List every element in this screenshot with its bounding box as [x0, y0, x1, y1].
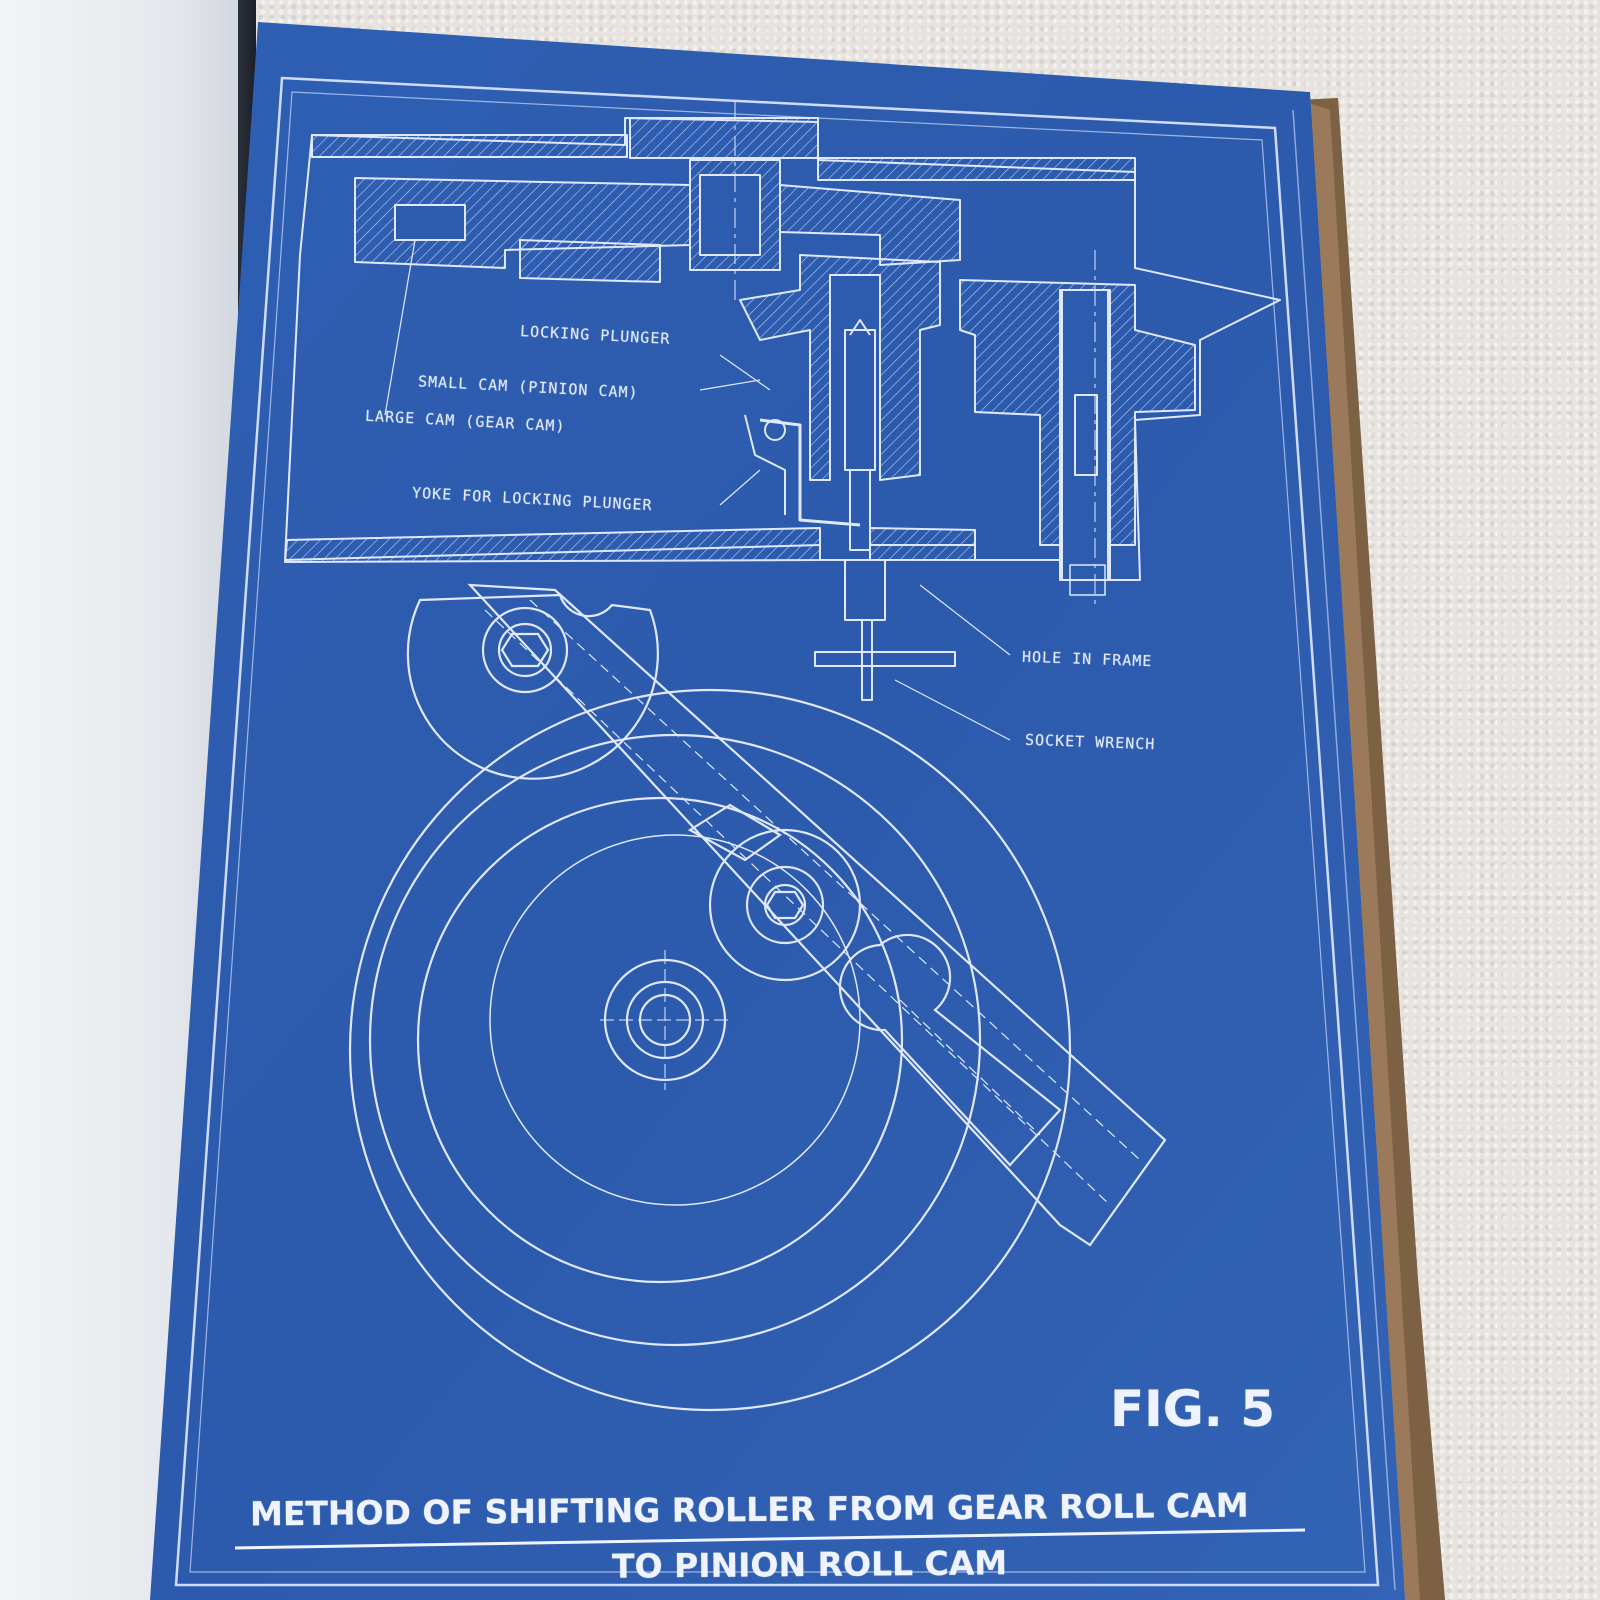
section-view — [284, 100, 1281, 741]
shifting-lever — [467, 583, 1167, 1247]
figure-number: FIG. 5 — [1110, 1380, 1275, 1438]
small-cam-outline — [406, 593, 659, 780]
figure-caption-line2: TO PINION ROLL CAM — [611, 1543, 1008, 1586]
outer-border — [174, 76, 1380, 1587]
inner-border — [189, 91, 1366, 1573]
large-cam-outer — [348, 688, 1072, 1412]
plan-view — [348, 583, 1167, 1412]
roller — [708, 828, 862, 982]
